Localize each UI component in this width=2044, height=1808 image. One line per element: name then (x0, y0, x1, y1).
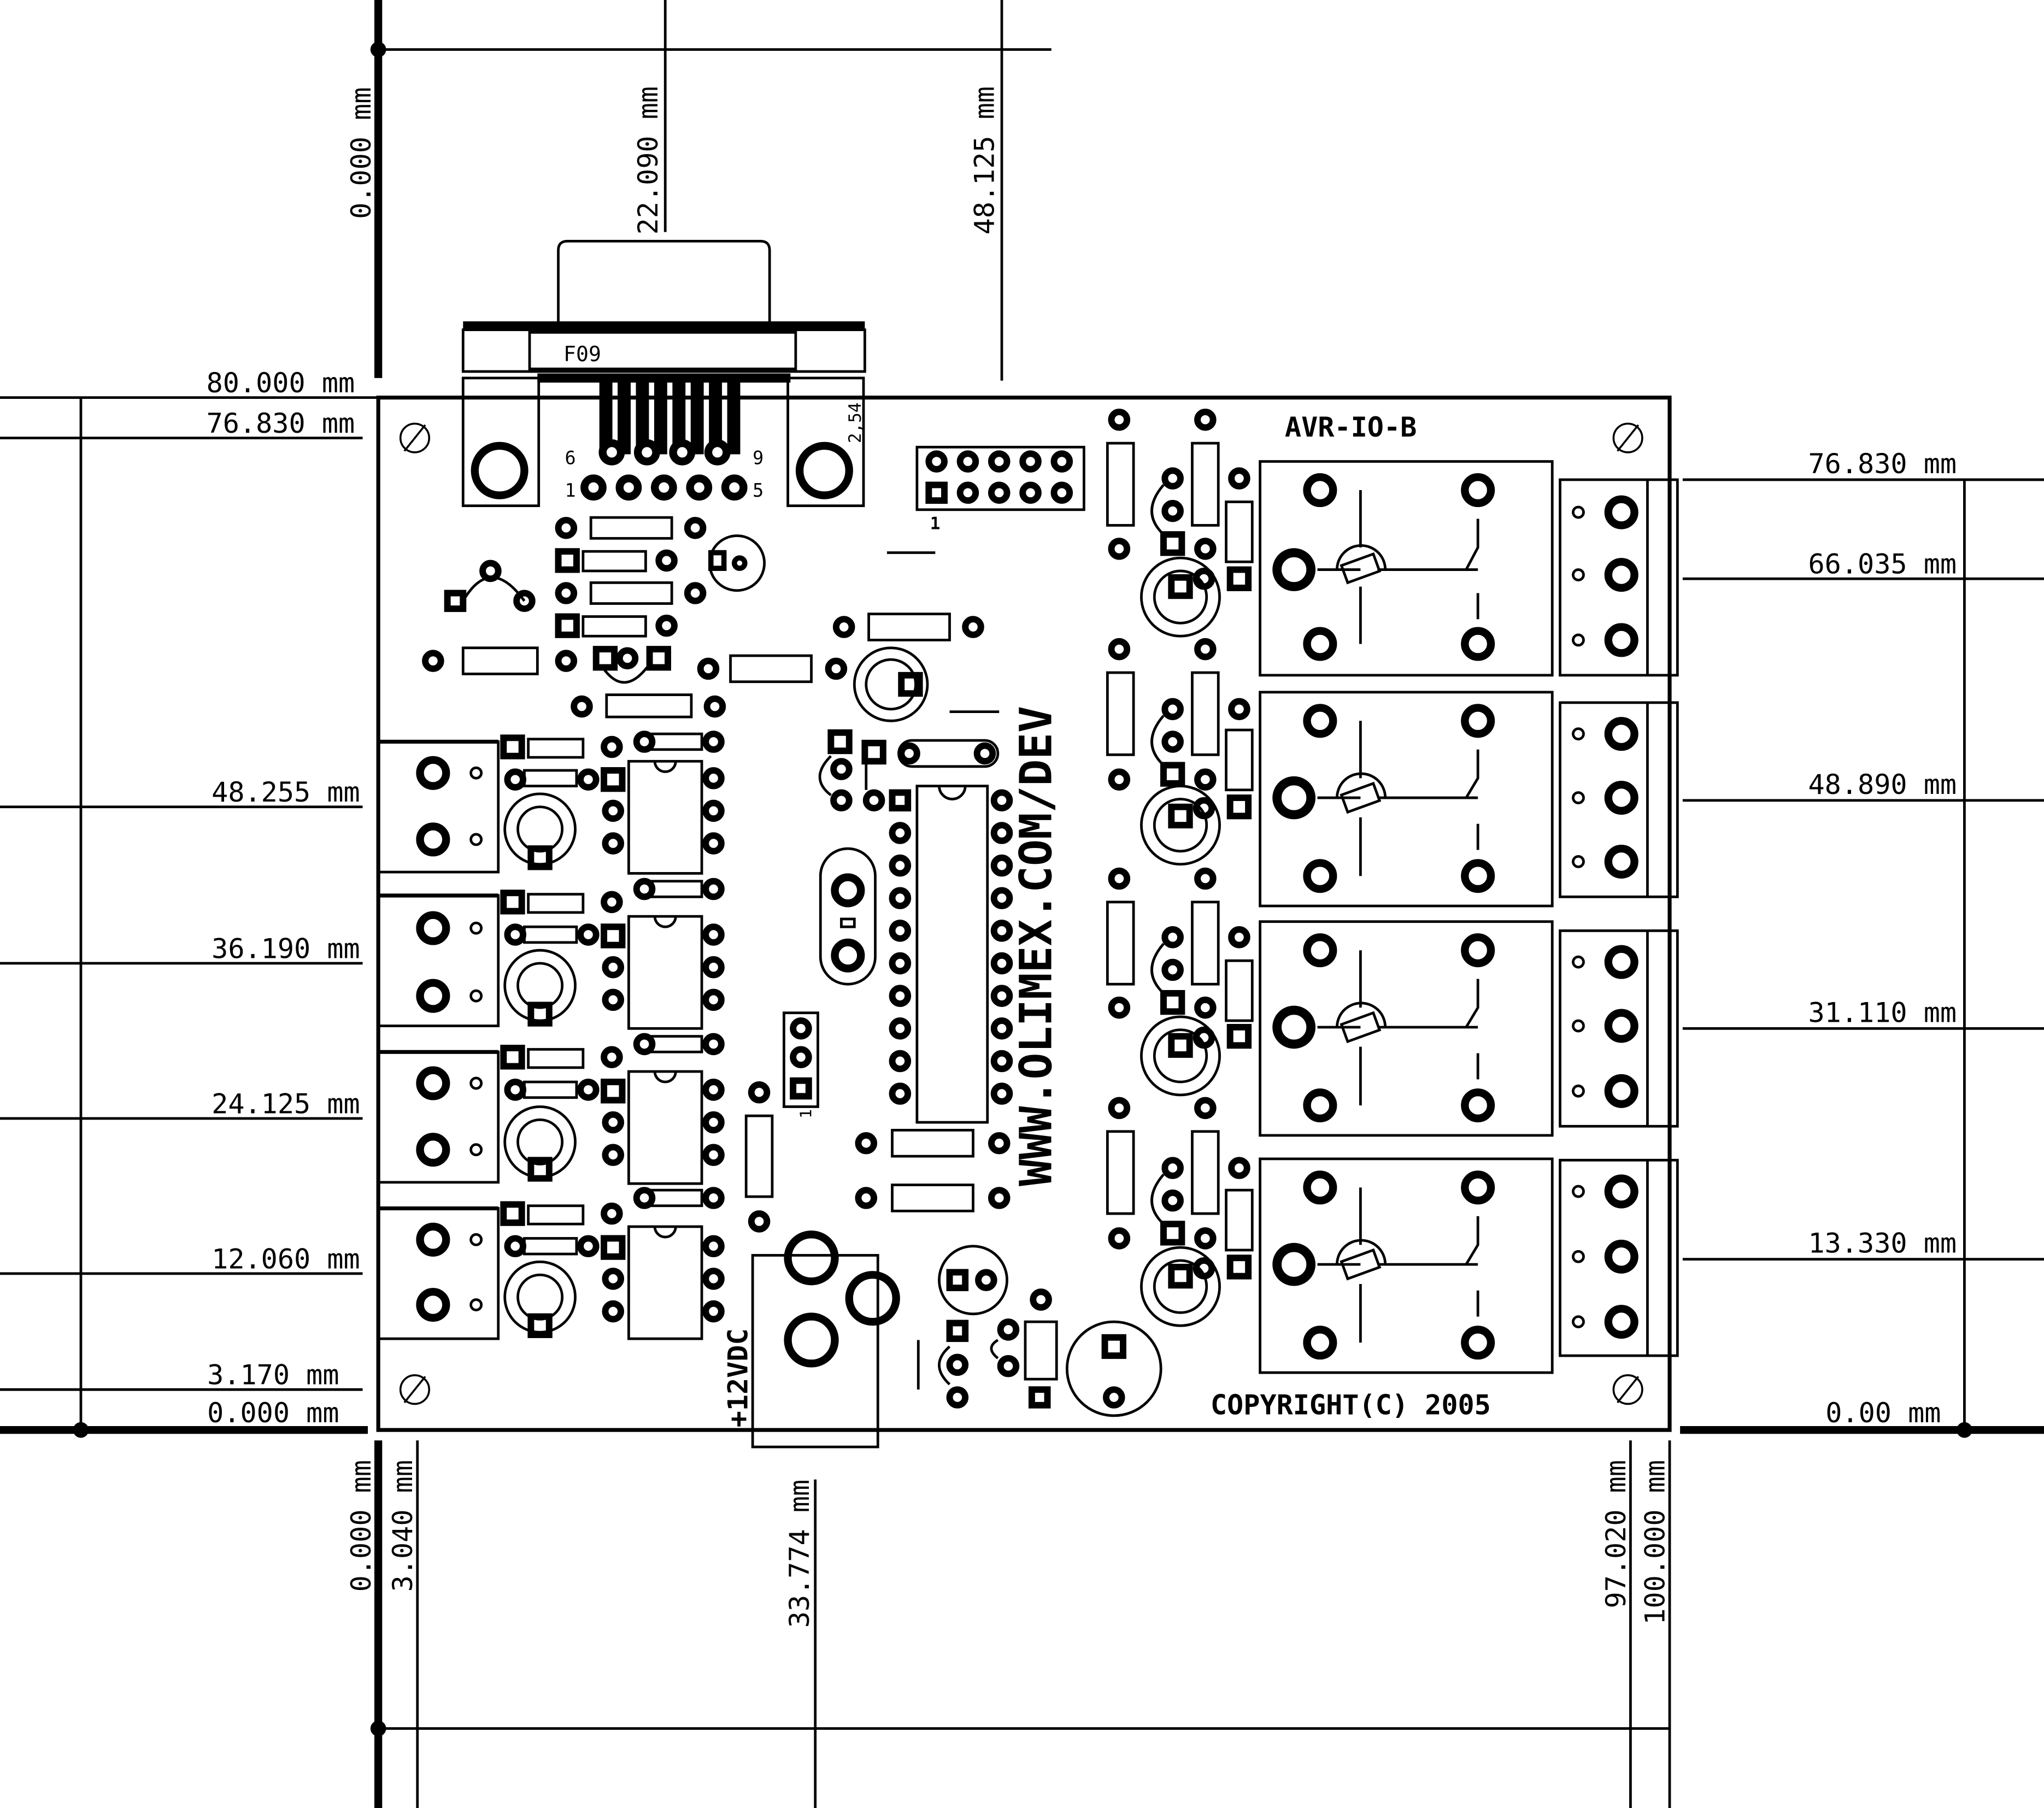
input-channel-4 (377, 1201, 725, 1340)
dim-right-0: 0.00 mm (1825, 1397, 1941, 1429)
mounting-hole-bl (399, 1374, 431, 1405)
dim-top-0: 0.000 mm (345, 87, 377, 219)
dim-bottom-97: 97.020 mm (1600, 1460, 1632, 1608)
input-channel-1 (377, 731, 725, 875)
top-dimension-labels: 0.000 mm 22.090 mm 48.125 mm (345, 86, 1001, 234)
dim-left-3: 3.170 mm (207, 1359, 339, 1391)
output-terminals (1559, 478, 1679, 1357)
relay-3 (1259, 920, 1554, 1137)
dim-left-24: 24.125 mm (212, 1087, 360, 1120)
output-terminal-2 (1559, 701, 1679, 898)
dim-right-76: 76.830 mm (1808, 447, 1957, 480)
db9-label: F09 (563, 343, 601, 367)
mounting-hole-tl (399, 422, 431, 454)
mounting-hole-br (1612, 1374, 1643, 1405)
microcontroller-area (818, 729, 1000, 1124)
jumper-pin1-label: 1 (797, 1109, 815, 1118)
dim-right-13: 13.330 mm (1808, 1227, 1957, 1259)
dim-right-66: 66.035 mm (1808, 548, 1957, 580)
power-label: +12VDC (722, 1328, 754, 1427)
dim-bottom-3: 3.040 mm (386, 1460, 419, 1592)
programming-header (915, 445, 1085, 511)
dim-left-36: 36.190 mm (212, 933, 360, 965)
bottom-dimension-labels: 0.000 mm 3.040 mm 33.774 mm 97.020 mm 10… (345, 1460, 1671, 1628)
dim-bottom-0: 0.000 mm (345, 1460, 377, 1592)
output-terminal-4 (1559, 1158, 1679, 1357)
dim-right-48: 48.890 mm (1808, 768, 1957, 800)
dimension-points (73, 42, 1972, 1736)
pitch-label: 2,54 (845, 402, 865, 443)
dim-right-31: 31.110 mm (1808, 996, 1957, 1028)
relay-2 (1259, 691, 1554, 908)
dim-left-48: 48.255 mm (212, 776, 360, 808)
db9-pins (599, 380, 741, 455)
db9-pads (580, 439, 748, 501)
board-name: AVR-IO-B (1285, 411, 1417, 443)
mounting-hole-tr (1612, 422, 1643, 454)
dim-left-12: 12.060 mm (212, 1242, 360, 1275)
top-left-components (422, 516, 1000, 722)
dim-left-76: 76.830 mm (207, 407, 355, 439)
db9-pin9-label: 9 (753, 447, 763, 468)
relay-drivers (1106, 408, 1254, 1327)
input-channel-3 (377, 1045, 725, 1209)
relay-4 (1259, 1157, 1554, 1374)
db9-pin6-label: 6 (565, 447, 575, 468)
header-pin1-label: 1 (930, 514, 941, 534)
dim-top-48: 48.125 mm (968, 86, 1001, 234)
power-jack (751, 1230, 900, 1448)
left-dimension-labels: 80.000 mm 76.830 mm 48.255 mm 36.190 mm … (207, 367, 360, 1429)
dim-top-22: 22.090 mm (632, 86, 664, 234)
copyright-text: COPYRIGHT(C) 2005 (1211, 1389, 1491, 1421)
relays (1259, 460, 1554, 1374)
right-dimension-labels: 76.830 mm 66.035 mm 48.890 mm 31.110 mm … (1808, 447, 1957, 1429)
output-terminal-3 (1559, 929, 1679, 1128)
db9-connector (461, 239, 866, 508)
url-text: WWW.OLIMEX.COM/DEV (1011, 706, 1062, 1186)
relay-1 (1259, 460, 1554, 677)
input-channels (377, 731, 725, 1340)
db9-pin1-label: 1 (565, 480, 575, 501)
output-terminal-1 (1559, 478, 1679, 677)
center-lower-components (744, 1011, 1011, 1233)
db9-pin5-label: 5 (753, 480, 763, 501)
dim-left-80: 80.000 mm (207, 367, 355, 399)
regulator-area (917, 1245, 1162, 1417)
mounting-holes (399, 422, 1643, 1405)
dim-bottom-100: 100.000 mm (1638, 1460, 1671, 1625)
mcu-pads (889, 789, 1013, 1105)
input-channel-2 (377, 878, 725, 1056)
dim-left-0: 0.000 mm (207, 1397, 339, 1429)
dim-bottom-33: 33.774 mm (783, 1480, 815, 1628)
